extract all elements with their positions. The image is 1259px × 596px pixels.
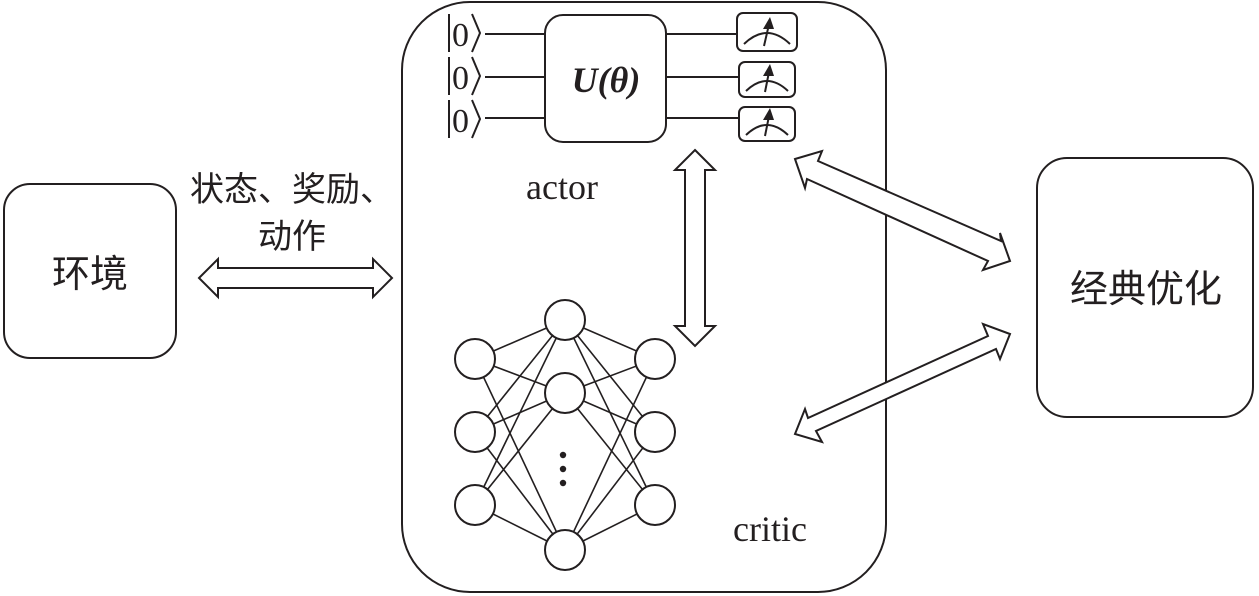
network-edge: [474, 431, 566, 551]
neural-network: [454, 299, 676, 571]
agent-box: [401, 1, 887, 593]
hidden-neuron: [544, 372, 586, 414]
svg-text:0: 0: [452, 17, 469, 54]
hidden-neuron: [544, 529, 586, 571]
network-edge: [564, 358, 656, 551]
critic-label: critic: [733, 509, 807, 549]
output-neuron: [634, 484, 676, 526]
qubit-ket-3: 0: [448, 99, 482, 140]
input-neuron: [454, 338, 496, 380]
qubit-ket-2: 0: [448, 56, 482, 97]
unitary-gate: U(θ): [544, 14, 667, 143]
network-edge: [564, 392, 656, 506]
output-neuron: [634, 411, 676, 453]
optimizer-box: 经典优化: [1036, 157, 1254, 418]
network-edge: [474, 319, 566, 433]
input-neuron: [454, 411, 496, 453]
qubit-ket-1: 0: [448, 13, 482, 54]
environment-label: 环境: [52, 252, 128, 296]
interaction-label-line1: 状态、奖励、: [190, 170, 394, 210]
network-edge: [474, 392, 566, 506]
hidden-neuron: [544, 299, 586, 341]
measurement-meter-icon: [738, 106, 796, 142]
output-neuron: [634, 338, 676, 380]
gate-label: U(θ): [572, 60, 641, 100]
network-edge: [474, 319, 566, 506]
actor-label: actor: [526, 167, 598, 207]
critic-optimizer-arrow: [793, 322, 1012, 444]
actor-optimizer-arrow: [793, 149, 1012, 272]
environment-agent-arrow: [197, 256, 394, 300]
interaction-label-line2: 动作: [258, 217, 326, 257]
network-edge: [474, 358, 566, 551]
network-edge: [564, 431, 656, 551]
input-neuron: [454, 484, 496, 526]
svg-text:0: 0: [452, 103, 469, 140]
ellipsis-dot: [559, 451, 567, 459]
ellipsis-dot: [559, 465, 567, 473]
measurement-meter-icon: [736, 12, 798, 52]
measurement-meter-icon: [738, 61, 796, 98]
svg-text:0: 0: [452, 60, 469, 97]
environment-box: 环境: [3, 183, 177, 359]
optimizer-label: 经典优化: [1070, 267, 1222, 311]
actor-critic-arrow: [672, 148, 718, 348]
quantum-circuit: 0 0 0 U(θ): [448, 12, 798, 143]
ellipsis-dot: [559, 479, 567, 487]
